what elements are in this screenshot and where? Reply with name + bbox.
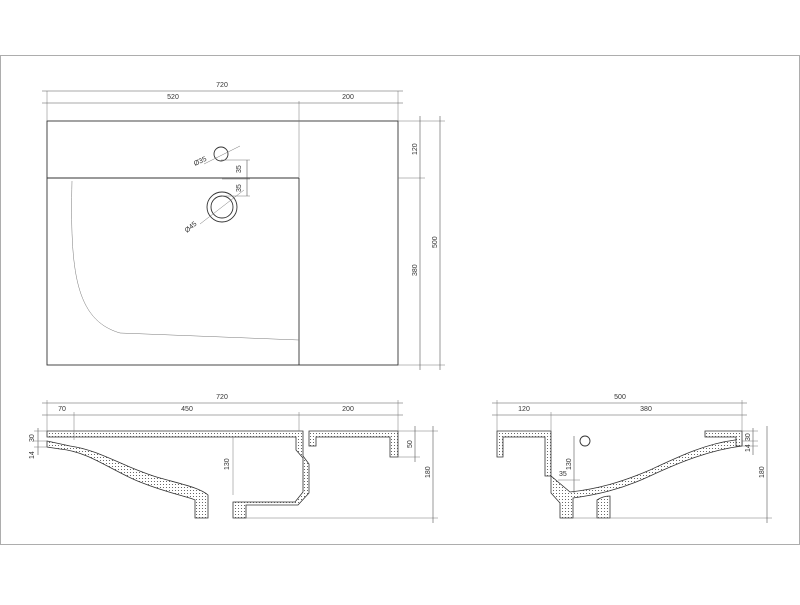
small-hole-diameter-label: Ø35 bbox=[193, 156, 208, 168]
front-left-label: 70 bbox=[58, 406, 66, 413]
tap-hole-leader bbox=[203, 145, 241, 165]
side-bowl-label: 380 bbox=[640, 406, 652, 413]
hole-offset-1-label: 35 bbox=[236, 165, 243, 173]
front-rim-1-label: 14 bbox=[29, 451, 36, 459]
tap-hole bbox=[213, 146, 229, 162]
side-drain-height-label: 130 bbox=[566, 458, 573, 470]
side-section-front-leg bbox=[596, 495, 611, 519]
overflow-hole bbox=[579, 435, 591, 447]
front-bowl-depth-label: 130 bbox=[224, 458, 231, 470]
front-middle-label: 450 bbox=[181, 406, 193, 413]
front-section-bowl-left bbox=[46, 440, 209, 519]
drain-diameter-label: Ø45 bbox=[184, 221, 199, 235]
front-shelf-label: 50 bbox=[407, 440, 414, 448]
front-total-height-label: 180 bbox=[425, 466, 432, 478]
top-view: 35 35 Ø35 Ø45 720 520 200 120 380 500 bbox=[42, 82, 445, 370]
overall-width-label: 720 bbox=[216, 82, 228, 89]
front-section-profile bbox=[46, 430, 310, 519]
top-view-outline bbox=[46, 120, 399, 366]
bowl-inner-curve bbox=[71, 180, 300, 341]
front-right-label: 200 bbox=[342, 406, 354, 413]
side-drain-offset-label: 35 bbox=[559, 471, 567, 478]
front-section: 130 720 70 450 200 14 30 50 180 bbox=[29, 394, 438, 523]
drain-leader bbox=[199, 189, 245, 225]
overall-depth-label: 500 bbox=[432, 236, 439, 248]
front-overall-label: 720 bbox=[216, 394, 228, 401]
side-total-height-label: 180 bbox=[759, 466, 766, 478]
side-section-back-rim bbox=[496, 430, 552, 477]
bowl-depth-label: 380 bbox=[412, 264, 419, 276]
side-overall-label: 500 bbox=[614, 394, 626, 401]
hole-offset-2-label: 35 bbox=[236, 184, 243, 192]
right-width-label: 200 bbox=[342, 94, 354, 101]
back-depth-label: 120 bbox=[412, 143, 419, 155]
front-rim-2-label: 30 bbox=[29, 434, 36, 442]
side-rim-2-label: 30 bbox=[745, 433, 752, 441]
side-section-bowl bbox=[550, 439, 743, 519]
side-section: 500 120 380 130 35 14 30 180 bbox=[492, 394, 772, 523]
left-width-label: 520 bbox=[167, 94, 179, 101]
side-back-label: 120 bbox=[518, 406, 530, 413]
side-rim-1-label: 14 bbox=[745, 444, 752, 452]
drain-outer bbox=[206, 191, 238, 223]
front-section-shelf bbox=[308, 430, 399, 458]
